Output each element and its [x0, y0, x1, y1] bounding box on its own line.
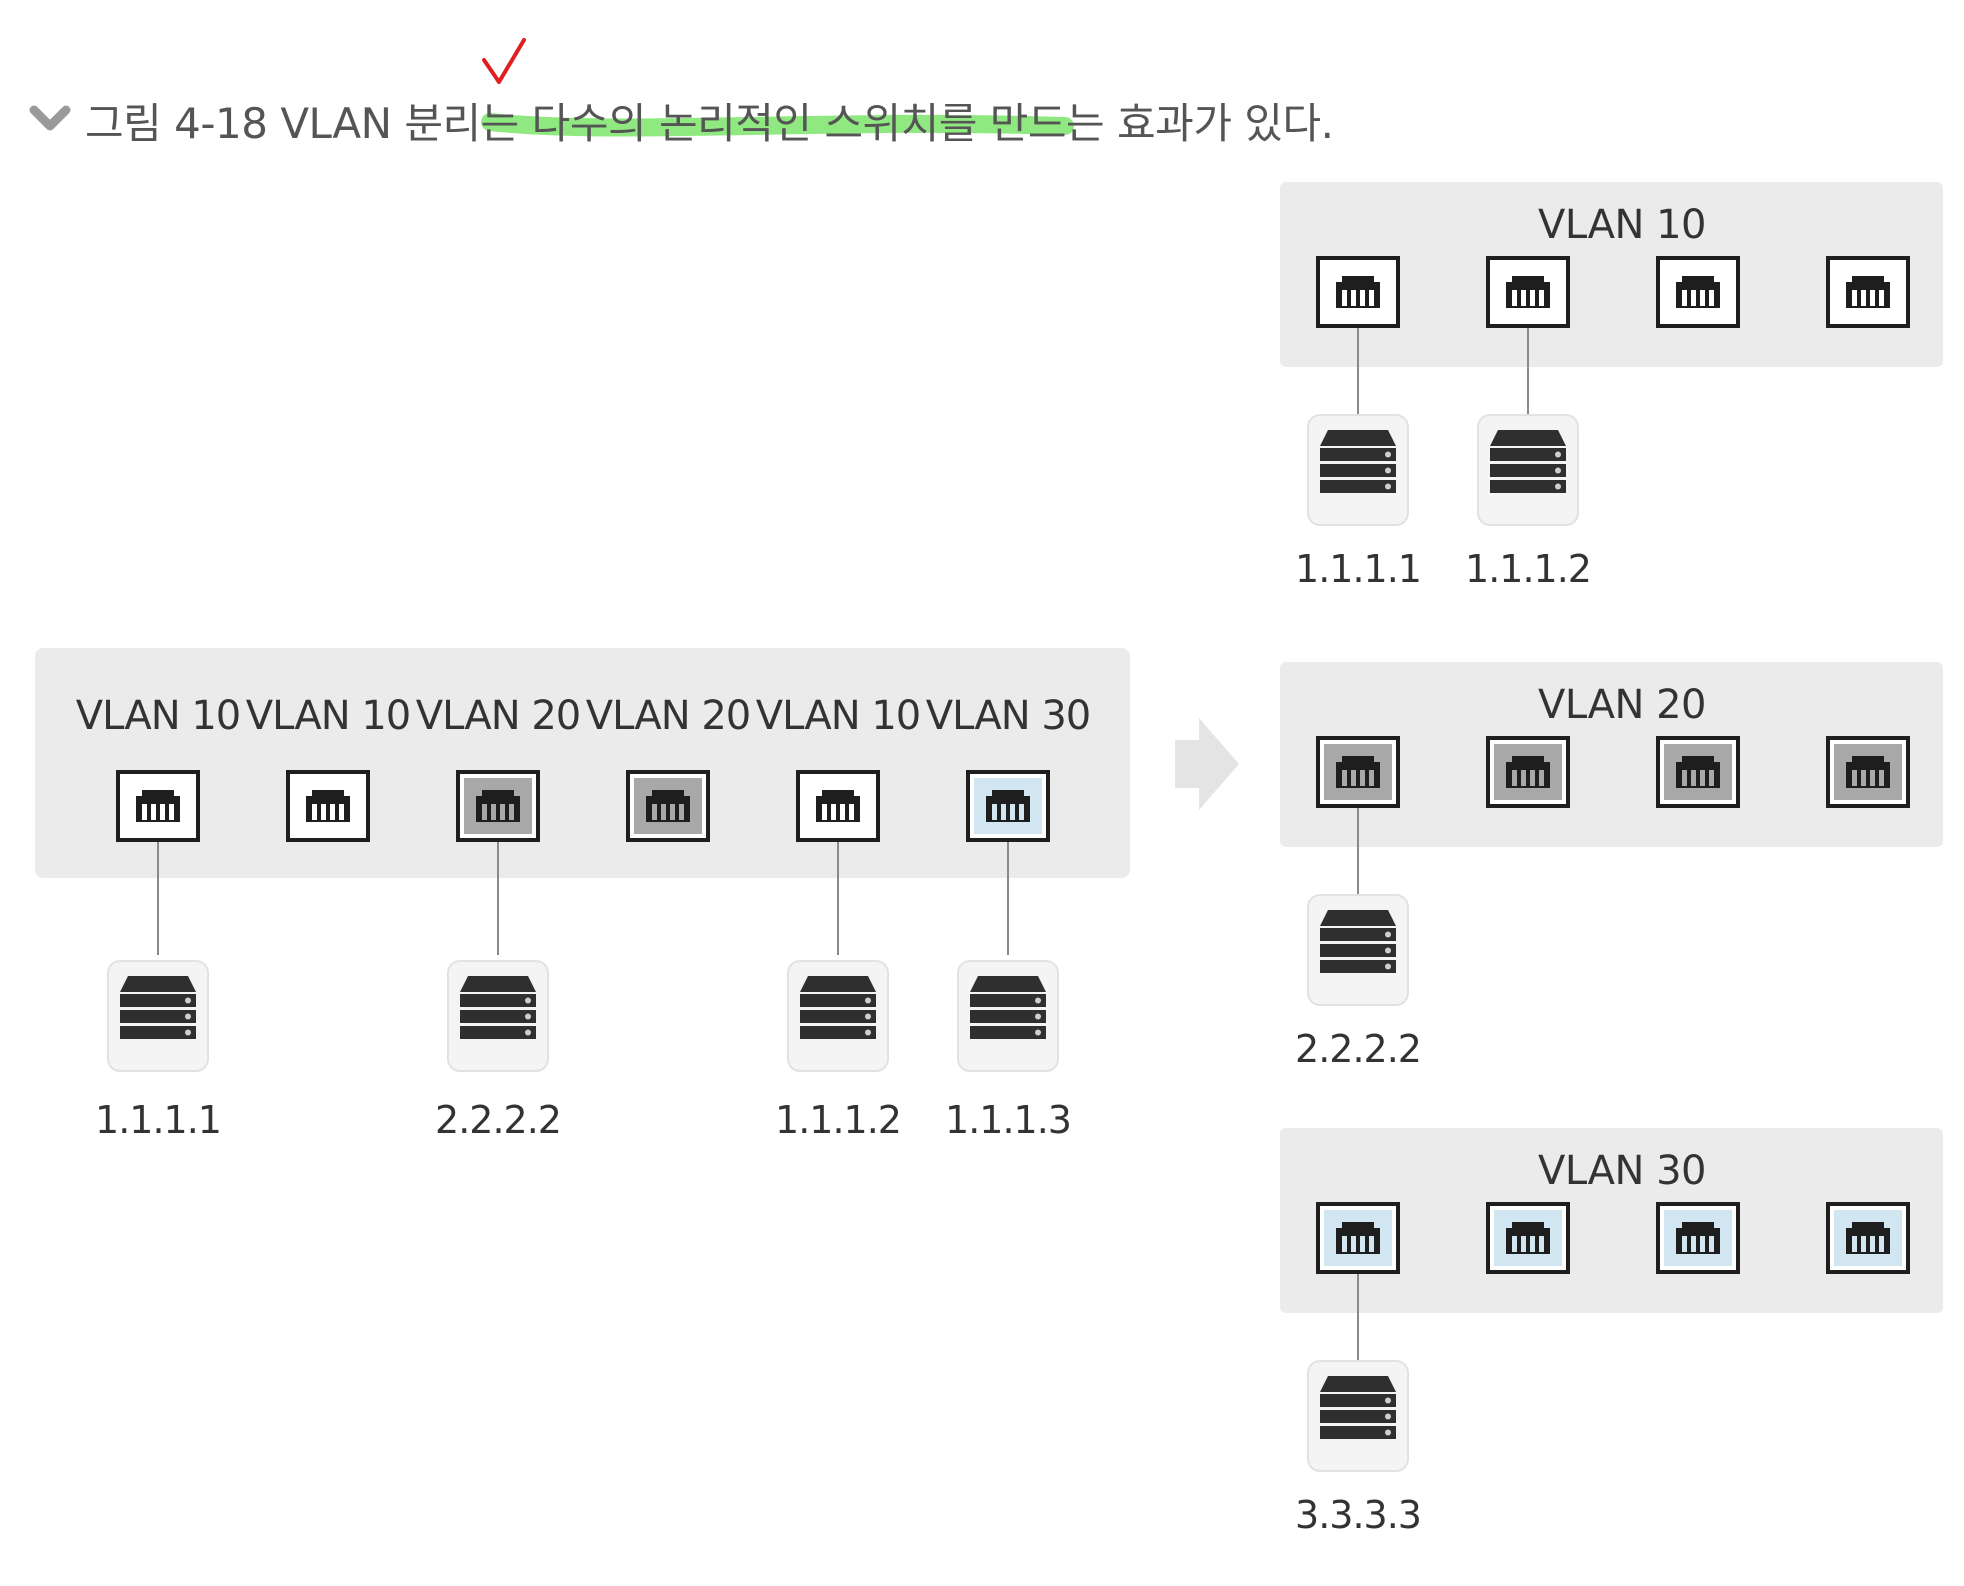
- ethernet-port-icon: [1656, 736, 1740, 808]
- host-ip-label: 3.3.3.3: [1295, 1493, 1422, 1537]
- caption-text: VLAN 분리는 다수의 논리적인 스위치를 만드는 효과가 있다.: [280, 99, 1334, 148]
- ethernet-port-icon: [1656, 1202, 1740, 1274]
- host-ip-label: 1.1.1.1: [1295, 547, 1422, 591]
- ethernet-port-icon: [1826, 1202, 1910, 1274]
- ethernet-port-icon: [286, 770, 370, 842]
- ethernet-port-icon: [1316, 256, 1400, 328]
- ethernet-port-icon: [626, 770, 710, 842]
- logical-switch-title: VLAN 30: [1538, 1148, 1706, 1194]
- server-icon: [447, 960, 549, 1072]
- host-ip-label: 2.2.2.2: [435, 1098, 562, 1142]
- ethernet-port-icon: [1316, 1202, 1400, 1274]
- server-icon: [1307, 414, 1409, 526]
- ethernet-port-icon: [456, 770, 540, 842]
- ethernet-port-icon: [1826, 256, 1910, 328]
- ethernet-port-icon: [116, 770, 200, 842]
- logical-switch-panel: [1280, 1128, 1943, 1313]
- chevron-down-icon: [29, 105, 71, 131]
- server-icon: [107, 960, 209, 1072]
- figure-caption: 그림 4-18 VLAN 분리는 다수의 논리적인 스위치를 만드는 효과가 있…: [85, 90, 1334, 151]
- server-icon: [1307, 1360, 1409, 1472]
- host-ip-label: 1.1.1.3: [945, 1098, 1072, 1142]
- logical-switch-title: VLAN 20: [1538, 682, 1706, 728]
- host-ip-label: 1.1.1.2: [775, 1098, 902, 1142]
- ethernet-port-icon: [966, 770, 1050, 842]
- ethernet-port-icon: [1486, 736, 1570, 808]
- host-ip-label: 2.2.2.2: [1295, 1027, 1422, 1071]
- port-vlan-label: VLAN 10: [75, 693, 241, 739]
- host-ip-label: 1.1.1.1: [95, 1098, 222, 1142]
- ethernet-port-icon: [1486, 256, 1570, 328]
- server-icon: [787, 960, 889, 1072]
- ethernet-port-icon: [796, 770, 880, 842]
- ethernet-port-icon: [1486, 1202, 1570, 1274]
- physical-switch-panel: [35, 648, 1130, 878]
- port-vlan-label: VLAN 10: [755, 693, 921, 739]
- logical-switch-title: VLAN 10: [1538, 202, 1706, 248]
- ethernet-port-icon: [1826, 736, 1910, 808]
- figure-label: 그림 4-18: [85, 99, 268, 148]
- server-icon: [1307, 894, 1409, 1006]
- arrow-right-icon: [1175, 718, 1239, 810]
- ethernet-port-icon: [1656, 256, 1740, 328]
- checkmark-icon: [482, 38, 526, 84]
- server-icon: [957, 960, 1059, 1072]
- port-vlan-label: VLAN 20: [415, 693, 581, 739]
- port-vlan-label: VLAN 20: [585, 693, 751, 739]
- server-icon: [1477, 414, 1579, 526]
- port-vlan-label: VLAN 30: [925, 693, 1091, 739]
- host-ip-label: 1.1.1.2: [1465, 547, 1592, 591]
- highlight-mark: [481, 113, 1074, 137]
- logical-switch-panel: [1280, 662, 1943, 847]
- ethernet-port-icon: [1316, 736, 1400, 808]
- port-vlan-label: VLAN 10: [245, 693, 411, 739]
- logical-switch-panel: [1280, 182, 1943, 367]
